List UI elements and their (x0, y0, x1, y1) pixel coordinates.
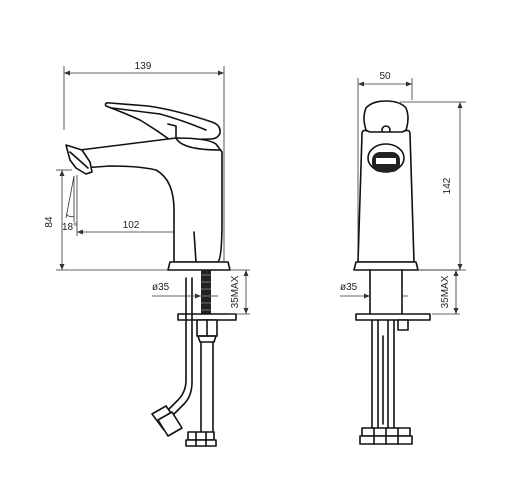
dimension-thickness-side: 35MAX (230, 269, 250, 315)
height-label-side: 84 (44, 216, 55, 228)
handle-front (363, 100, 409, 137)
hole-label-front: ø35 (340, 282, 358, 293)
body-main-side (79, 137, 223, 263)
mounting-shank-side (177, 270, 237, 435)
handle-lever-side (104, 102, 221, 141)
base-front (353, 261, 419, 271)
thickness-label-side: 35MAX (230, 275, 241, 308)
dimension-hole-side: ø35 (152, 282, 218, 299)
dimension-width-side: 139 (63, 61, 225, 270)
dimension-thickness-front: 35MAX (420, 269, 460, 315)
mounting-shank-front (355, 269, 431, 331)
hole-label-side: ø35 (152, 282, 170, 293)
height-label-front: 142 (442, 177, 453, 194)
width-label-side: 139 (135, 61, 152, 72)
base-side (167, 261, 231, 271)
angle-label: 18° (62, 222, 77, 233)
dimension-width-front: 50 (357, 71, 413, 262)
thickness-label-front: 35MAX (440, 275, 451, 308)
width-label-front: 50 (379, 71, 391, 82)
front-view: 50 142 (340, 71, 466, 445)
spout-angle: 18° (62, 175, 77, 233)
faucet-body-side (65, 102, 231, 271)
dimension-hole-front: ø35 (340, 282, 408, 299)
side-view: 139 84 102 18° (44, 61, 250, 447)
flex-hoses-front (359, 319, 413, 445)
faucet-body-front (353, 100, 419, 271)
flex-hoses-side (151, 277, 217, 447)
reach-label: 102 (123, 220, 140, 231)
